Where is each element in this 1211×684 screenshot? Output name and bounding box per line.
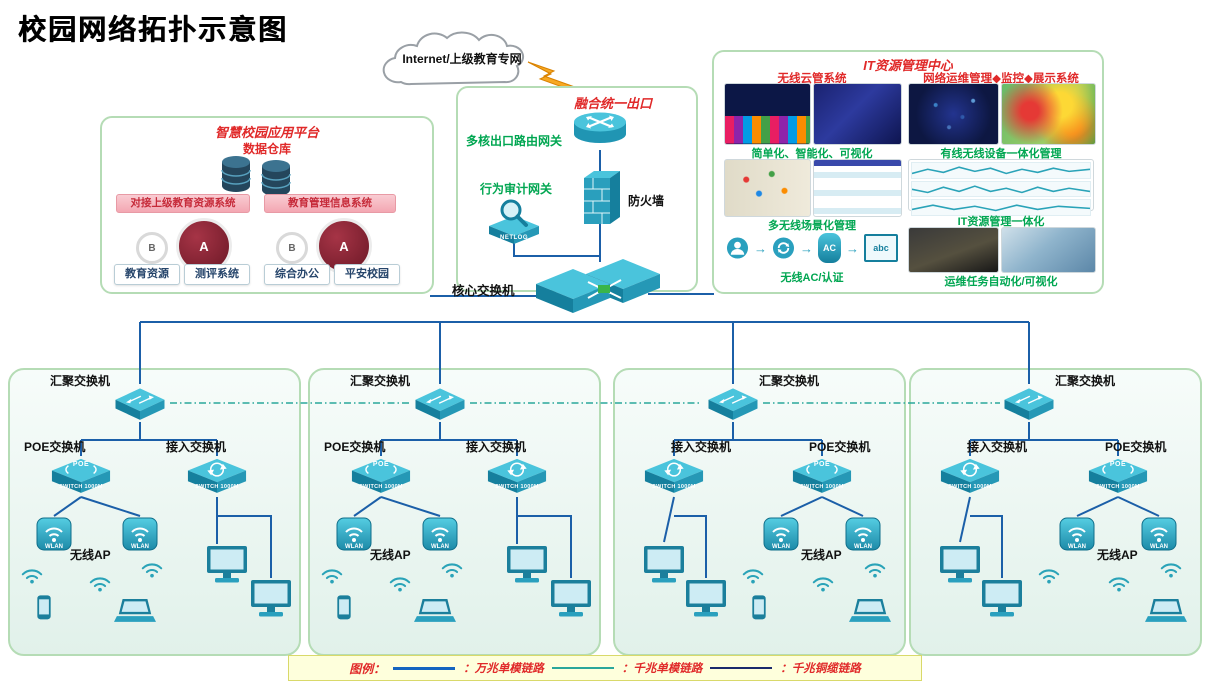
unified-exit-panel: 融合统一出口 多核出口路由网关 行为审计网关 (456, 86, 698, 292)
arrow-icon: → (845, 240, 859, 256)
auth-monitor-icon: abc (863, 234, 898, 262)
arrow-icon: → (753, 240, 767, 256)
legend-label-1g-copper: ：千兆铜缆链路 (780, 663, 861, 675)
data-warehouse-label: 数据仓库 (242, 142, 291, 156)
network-graph-image (908, 83, 999, 145)
legend-label-10g: ：万兆单模链路 (463, 663, 544, 675)
smart-campus-panel: 智慧校园应用平台 数据仓库 对接上级教育资源系统 教育管理信息系统 B A B … (100, 116, 434, 294)
it-resource-panel: IT资源管理中心 无线云管系统 简单化、智能化、可视化 多无线场景化管理 → (712, 50, 1104, 294)
legend-label-1g-fiber: ：千兆单模链路 (621, 663, 703, 675)
netops-heading: 网络运维管理◆监控◆展示系统 (923, 73, 1079, 85)
10g-links (53, 150, 1160, 578)
arrow-icon: → (799, 240, 813, 256)
it-left-column: 无线云管系统 简单化、智能化、可视化 多无线场景化管理 → → (724, 52, 902, 292)
smart-campus-title: 智慧校园应用平台 (214, 125, 319, 140)
router-label: 多核出口路由网关 (466, 134, 563, 148)
exit-panel-title: 融合统一出口 (574, 96, 653, 111)
internet-cloud: Internet/上级教育专网 (366, 18, 558, 100)
user-icon (726, 237, 749, 259)
legend-line-1g-copper (710, 667, 773, 669)
abc-label: abc (873, 243, 889, 253)
banner-edu-mis: 教育管理信息系统 (264, 194, 396, 213)
caption-ops-automation: 运维任务自动化/可视化 (944, 276, 1058, 288)
chart-strip (911, 162, 1091, 179)
scene-dashboard-image (813, 159, 902, 217)
legend-line-10g-fiber (393, 666, 456, 670)
caption-wireless-ac: 无线AC/认证 (780, 272, 844, 284)
audit-gateway-label: 行为审计网关 (480, 182, 553, 196)
page-title: 校园网络拓扑示意图 (18, 14, 289, 45)
caption-wired-wireless: 有线无线设备一体化管理 (940, 148, 1062, 160)
ac-controller-icon: AC (817, 233, 841, 263)
campus-3d-map-image (1001, 227, 1096, 273)
app-edu-resource: 教育资源 (114, 264, 180, 285)
ac-label: AC (822, 243, 836, 253)
heatmap-image (1001, 83, 1096, 145)
banner-edu-resource-system: 对接上级教育资源系统 (116, 194, 250, 213)
wireless-dashboard-image (724, 83, 811, 145)
app-evaluation: 测评系统 (184, 264, 250, 285)
cloud-icon (382, 31, 525, 86)
wireless-dashboard-image (813, 83, 902, 145)
wireless-cloud-heading: 无线云管系统 (777, 73, 847, 85)
chart-segment-b: B (276, 232, 308, 264)
monitoring-charts-image (908, 159, 1094, 216)
legend-line-1g-fiber (551, 666, 614, 670)
sync-icon (772, 237, 795, 259)
chart-strip (911, 199, 1091, 216)
server-room-image (908, 227, 999, 273)
wireless-ac-icons: → → AC → abc (726, 231, 898, 265)
map-management-image (724, 159, 811, 217)
legend-bar: 图例： ：万兆单模链路 ：千兆单模链路 ：千兆铜缆链路 (288, 655, 922, 681)
it-right-column: 网络运维管理◆监控◆展示系统 有线无线设备一体化管理 IT资源管理一体化 运维任… (908, 52, 1096, 292)
cloud-label: Internet/上级教育专网 (402, 52, 522, 66)
caption-it-integration: IT资源管理一体化 (957, 216, 1045, 228)
caption-multi-scene: 多无线场景化管理 (768, 220, 856, 232)
caption-simplified: 简单化、智能化、可视化 (751, 148, 873, 160)
legend-title: 图例： (349, 661, 386, 676)
it-panel-title: IT资源管理中心 (863, 58, 953, 73)
app-safe-campus: 平安校园 (334, 264, 400, 285)
chart-segment-b: B (136, 232, 168, 264)
chart-strip (911, 180, 1091, 198)
app-office: 综合办公 (264, 264, 330, 285)
